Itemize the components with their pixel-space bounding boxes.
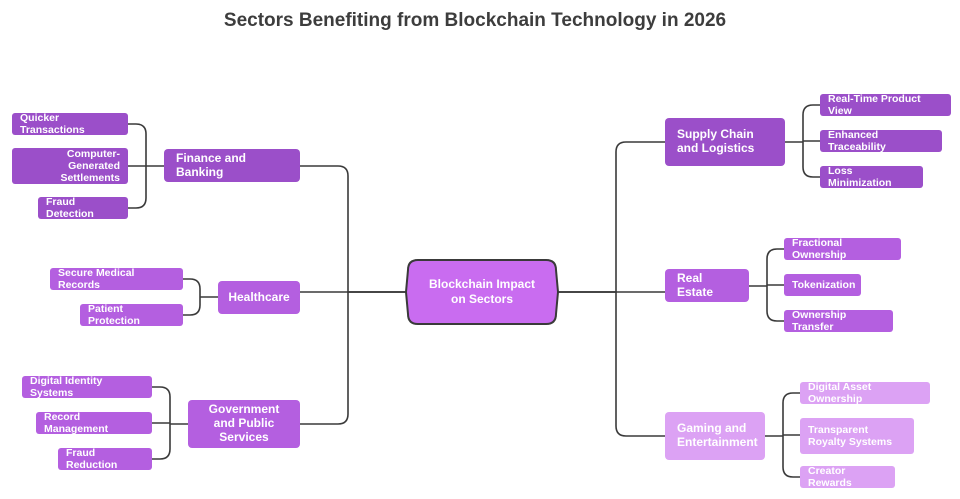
leaf-computer-generated-settlements: Computer-Generated Settlements — [12, 148, 128, 184]
connector-finance-leaves — [128, 123, 164, 209]
leaf-ownership-transfer: Ownership Transfer — [784, 309, 893, 333]
connector-finance — [300, 165, 406, 293]
connector-healthcare-leaves — [183, 278, 218, 316]
branch-supply-chain-logistics: Supply Chain and Logistics — [665, 118, 785, 166]
leaf-fractional-ownership: Fractional Ownership — [784, 237, 901, 261]
connector-supply-chain-leaves — [785, 104, 820, 178]
leaf-quicker-transactions: Quicker Transactions — [12, 112, 128, 136]
leaf-creator-rewards: Creator Rewards — [800, 465, 895, 489]
leaf-secure-medical-records: Secure Medical Records — [50, 267, 183, 291]
branch-finance-banking: Finance and Banking — [164, 149, 300, 182]
connector-government — [300, 291, 406, 425]
leaf-tokenization: Tokenization — [784, 274, 861, 296]
center-node-shape — [404, 259, 560, 325]
leaf-fraud-reduction: Fraud Reduction — [58, 447, 152, 471]
connector-gaming-leaves — [765, 392, 800, 478]
leaf-real-time-product-view: Real-Time Product View — [820, 93, 951, 117]
leaf-enhanced-traceability: Enhanced Traceability — [820, 129, 942, 153]
center-label-line2: on Sectors — [450, 292, 513, 306]
diagram-title: Sectors Benefiting from Blockchain Techn… — [223, 10, 727, 31]
leaf-loss-minimization: Loss Minimization — [820, 165, 923, 189]
connector-gaming — [558, 291, 665, 437]
branch-government-public-services: Government and Public Services — [188, 400, 300, 448]
leaf-transparent-royalty-systems: Transparent Royalty Systems — [800, 418, 914, 454]
center-label-line1: Blockchain Impact — [428, 277, 536, 291]
branch-gaming-entertainment: Gaming and Entertainment — [665, 412, 765, 460]
branch-healthcare: Healthcare — [218, 281, 300, 314]
connector-government-leaves — [152, 386, 188, 460]
leaf-fraud-detection: Fraud Detection — [38, 196, 128, 220]
leaf-digital-asset-ownership: Digital Asset Ownership — [800, 381, 930, 405]
leaf-patient-protection: Patient Protection — [80, 303, 183, 327]
leaf-digital-identity-systems: Digital Identity Systems — [22, 375, 152, 399]
center-node-label: Blockchain Impact on Sectors — [406, 260, 558, 324]
connector-supply-chain — [558, 141, 665, 293]
leaf-record-management: Record Management — [36, 411, 152, 435]
connector-real-estate-leaves — [749, 248, 784, 322]
branch-real-estate: Real Estate — [665, 269, 749, 302]
